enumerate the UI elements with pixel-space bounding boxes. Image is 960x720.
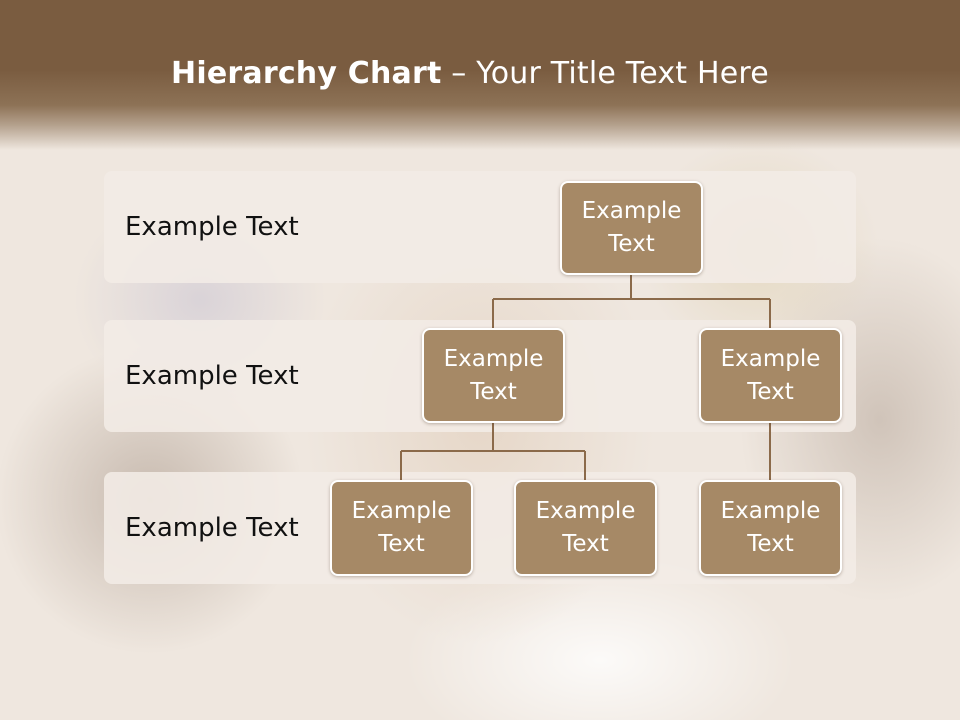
row-label-3: Example Text [125, 513, 299, 543]
row-band-1 [104, 171, 856, 283]
title-bold: Hierarchy Chart [171, 56, 442, 91]
node-level2-left-text: Example Text [443, 345, 544, 405]
node-root[interactable]: Example Text [560, 181, 703, 275]
connector-left-to-level3 [400, 423, 586, 480]
node-level2-left[interactable]: Example Text [422, 328, 565, 423]
node-level3-right-text: Example Text [720, 498, 821, 557]
node-level3-left[interactable]: Example Text [330, 480, 473, 576]
node-level3-middle-text: Example Text [535, 498, 636, 557]
node-level3-middle[interactable]: Example Text [514, 480, 657, 576]
title-rest: – Your Title Text Here [441, 56, 769, 91]
node-level2-right[interactable]: Example Text [699, 328, 842, 423]
row-label-2: Example Text [125, 361, 299, 391]
slide-title: Hierarchy Chart – Your Title Text Here [0, 56, 940, 91]
node-root-text: Example Text [581, 198, 682, 257]
node-level3-left-text: Example Text [351, 498, 452, 557]
title-bar [0, 0, 960, 150]
node-level3-right[interactable]: Example Text [699, 480, 842, 576]
row-label-1: Example Text [125, 212, 299, 242]
connector-root-to-level2 [492, 274, 771, 328]
node-level2-right-text: Example Text [720, 345, 821, 405]
